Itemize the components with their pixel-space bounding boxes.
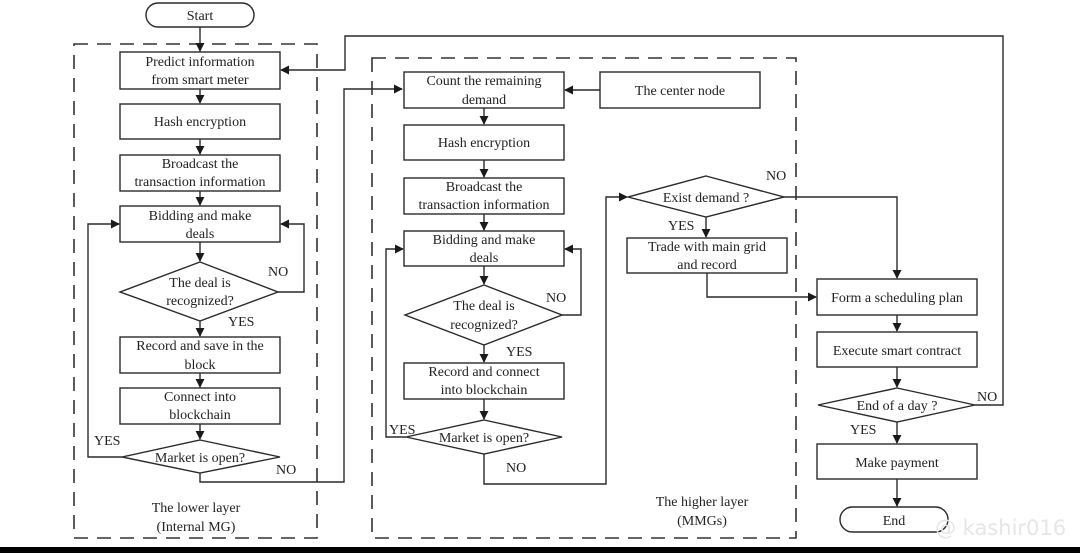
node-start-label: Start — [187, 9, 214, 24]
edge-trade-to-schedule — [706, 273, 817, 302]
node-text: Count the remaining — [426, 74, 541, 89]
node-text: Bidding and make — [149, 209, 252, 224]
node-text: Hash encryption — [438, 136, 530, 151]
higher-layer-caption: (MMGs) — [677, 514, 727, 529]
node-end-label: End — [883, 514, 906, 529]
edge-label-yes: YES — [506, 345, 532, 360]
edge-label-yes: YES — [94, 434, 120, 449]
decision-market-open-lower: Market is open? — [121, 439, 281, 474]
node-text: Record and connect — [428, 365, 539, 380]
decision-deal-recognized-higher: The deal is recognized? — [403, 284, 564, 346]
edge-no-loop — [562, 244, 582, 316]
decision-market-open-higher: Market is open? — [405, 419, 563, 455]
edge-label-no: NO — [506, 461, 526, 476]
node-text: Trade with main grid — [648, 240, 766, 255]
edge-label-no: NO — [977, 390, 997, 405]
node-text: recognized? — [450, 318, 518, 333]
edge-no-to-higher — [199, 84, 403, 483]
decision-exist-demand: Exist demand ? — [625, 175, 787, 218]
node-start: Start — [145, 2, 255, 28]
edge-yes-loop — [385, 244, 406, 438]
node-text: Exist demand ? — [663, 191, 749, 206]
decision-deal-recognized-lower: The deal is recognized? — [117, 261, 280, 322]
node-text: Predict information — [145, 55, 254, 70]
node-text: Market is open? — [155, 451, 245, 466]
edge-label-yes: YES — [389, 423, 415, 438]
edge-label-yes: YES — [668, 219, 694, 234]
edge-yes-loop — [87, 219, 122, 458]
node-text: recognized? — [166, 294, 234, 309]
node-center-node: The center node — [599, 71, 761, 109]
node-text: Connect into — [164, 390, 236, 405]
node-text: transaction information — [418, 198, 549, 213]
node-text: and record — [677, 258, 736, 273]
node-text: block — [184, 358, 215, 373]
node-predict-information: Predict information from smart meter — [119, 51, 281, 90]
node-hash-encryption-higher: Hash encryption — [403, 124, 565, 161]
node-text: Bidding and make — [433, 233, 536, 248]
node-text: Market is open? — [439, 431, 529, 446]
bottom-border — [0, 547, 1080, 553]
node-text: Broadcast the — [162, 157, 239, 172]
node-text: from smart meter — [151, 73, 249, 88]
edge-label-yes: YES — [850, 423, 876, 438]
node-text: blockchain — [169, 408, 230, 423]
edge-label-no: NO — [276, 463, 296, 478]
node-count-remaining-demand: Count the remaining demand — [403, 71, 565, 109]
higher-layer-caption: The higher layer — [656, 495, 749, 510]
node-broadcast-lower: Broadcast the transaction information — [119, 154, 281, 192]
edge-label-no: NO — [268, 265, 288, 280]
edge-label-yes: YES — [228, 315, 254, 330]
node-make-payment: Make payment — [816, 443, 978, 480]
node-text: The center node — [635, 84, 725, 99]
node-text: Execute smart contract — [833, 344, 961, 359]
node-text: Broadcast the — [446, 180, 523, 195]
edge-no-to-exist-demand — [483, 192, 628, 485]
node-text: The deal is — [453, 299, 514, 314]
node-connect-blockchain-lower: Connect into blockchain — [119, 387, 281, 425]
node-execute-smart-contract: Execute smart contract — [816, 331, 978, 368]
lower-layer-caption: (Internal MG) — [157, 520, 236, 535]
node-bidding-lower: Bidding and make deals — [119, 205, 281, 243]
edge-no-loop — [278, 219, 305, 293]
node-text: End of a day ? — [857, 399, 938, 414]
node-text: The deal is — [169, 276, 230, 291]
node-end: End — [839, 506, 949, 533]
higher-layer-region — [371, 57, 797, 539]
node-text: transaction information — [134, 175, 265, 190]
node-bidding-higher: Bidding and make deals — [403, 230, 565, 267]
node-broadcast-higher: Broadcast the transaction information — [403, 177, 565, 215]
edge-no-to-schedule — [784, 196, 902, 279]
edge-no-loop-to-predict — [280, 35, 1004, 406]
node-text: Form a scheduling plan — [831, 291, 963, 306]
node-text: Record and save in the — [136, 339, 264, 354]
node-text: into blockchain — [441, 383, 528, 398]
node-text: Make payment — [855, 456, 939, 471]
watermark: @ kashir016 — [935, 516, 1066, 540]
node-text: Hash encryption — [154, 115, 246, 130]
node-trade-main-grid: Trade with main grid and record — [626, 237, 788, 274]
lower-layer-caption: The lower layer — [152, 501, 241, 516]
node-record-connect-higher: Record and connect into blockchain — [403, 362, 565, 400]
node-text: deals — [186, 227, 215, 242]
node-form-scheduling-plan: Form a scheduling plan — [816, 278, 978, 316]
decision-end-of-day: End of a day ? — [817, 387, 976, 423]
edge-label-no: NO — [766, 169, 786, 184]
edge-label-no: NO — [546, 291, 566, 306]
node-record-lower: Record and save in the block — [119, 336, 281, 374]
node-text: demand — [462, 93, 506, 108]
node-hash-encryption-lower: Hash encryption — [119, 103, 281, 140]
node-text: deals — [470, 251, 499, 266]
